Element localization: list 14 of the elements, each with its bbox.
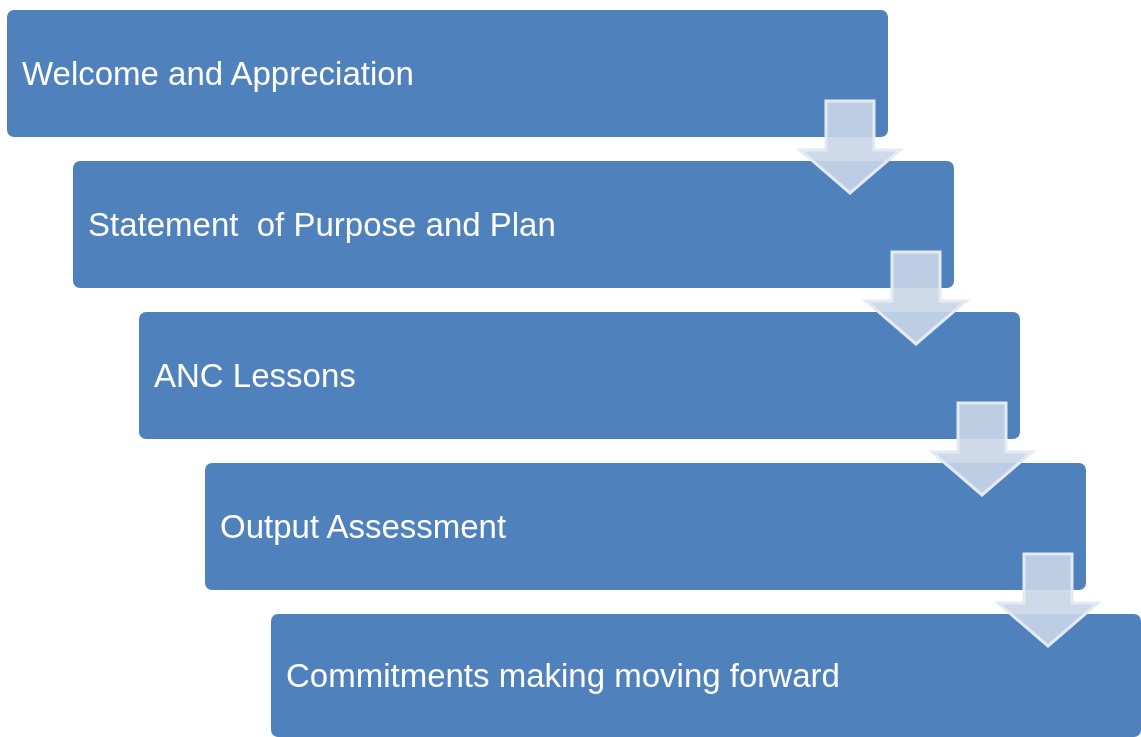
block-arrow [993,552,1103,648]
process-box [271,614,1141,737]
process-box [139,312,1020,439]
process-box [7,10,888,137]
process-box [205,463,1086,590]
step-label: Statement of Purpose and Plan [88,205,556,244]
step-label: Welcome and Appreciation [22,54,414,93]
step-label: ANC Lessons [154,356,356,395]
process-box [73,161,954,288]
block-arrow [927,401,1037,497]
block-arrow [861,250,971,346]
block-arrow [795,99,905,195]
step-label: Commitments making moving forward [286,656,840,695]
step-label: Output Assessment [220,507,507,546]
